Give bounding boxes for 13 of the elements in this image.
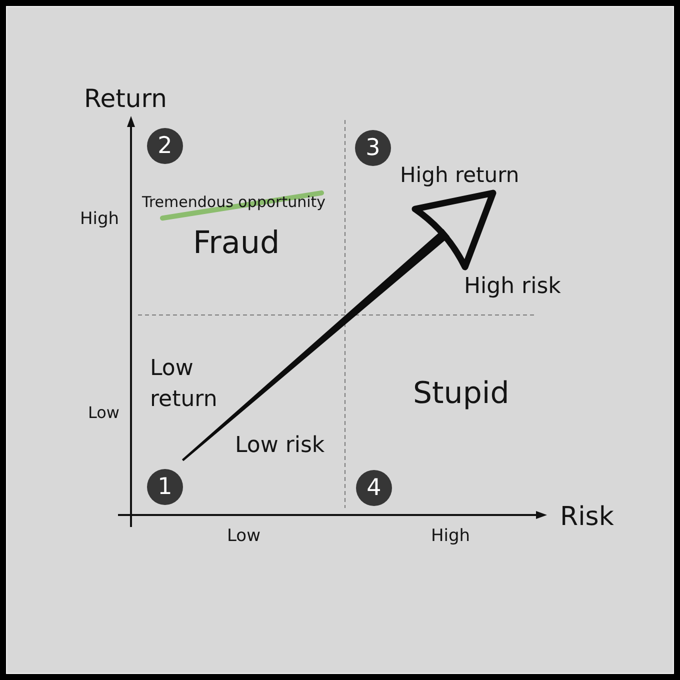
annotation-text: High risk bbox=[464, 274, 561, 300]
axis-title: Risk bbox=[560, 503, 614, 533]
annotation-text: Low return bbox=[150, 355, 218, 414]
axis-tick-label: Low bbox=[88, 404, 120, 422]
quadrant-label: Fraud bbox=[193, 226, 280, 262]
axis-tick-label: Low bbox=[227, 527, 260, 547]
axis-tick-label: High bbox=[431, 527, 470, 547]
annotation-text: Low risk bbox=[235, 433, 325, 458]
quadrant-label: Stupid bbox=[413, 377, 510, 412]
struck-out-text: Tremendous opportunity bbox=[142, 188, 326, 222]
axis-title: Return bbox=[84, 85, 167, 114]
annotation-text: High return bbox=[400, 163, 520, 188]
axis-tick-label: High bbox=[80, 210, 120, 230]
